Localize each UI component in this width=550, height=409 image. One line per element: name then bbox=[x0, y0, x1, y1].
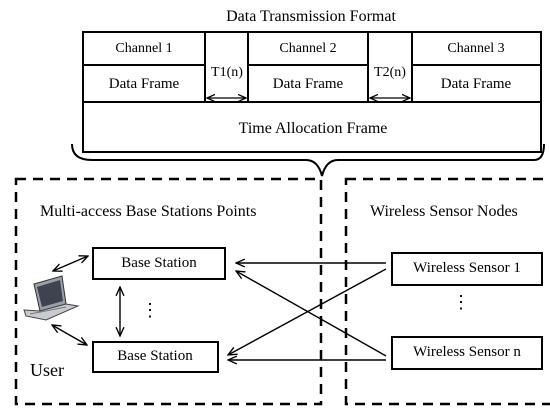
user-to-base-arrow-bottom bbox=[52, 325, 87, 345]
base-panel-title: Multi-access Base Stations Points bbox=[40, 203, 257, 220]
base-station-panel bbox=[14, 177, 323, 406]
sensor-node-panel bbox=[344, 177, 550, 406]
sensor1-to-base2-arrow bbox=[228, 268, 387, 355]
gap-t2-label: T2(n) bbox=[374, 65, 406, 80]
format-title: Data Transmission Format bbox=[226, 8, 396, 25]
channel-2-label: Channel 2 bbox=[279, 41, 337, 56]
sensor-box-1 bbox=[391, 252, 543, 286]
sensor-ellipsis: ⋮ bbox=[452, 292, 470, 312]
sensor-label-n: Wireless Sensor n bbox=[413, 344, 521, 360]
base-station-label-1: Base Station bbox=[121, 255, 197, 271]
channel-3-label: Channel 3 bbox=[447, 41, 505, 56]
base-station-box-1 bbox=[92, 247, 226, 280]
base-station-box-2 bbox=[92, 341, 219, 373]
sensor-label-1: Wireless Sensor 1 bbox=[413, 260, 521, 276]
gap-t1-label: T1(n) bbox=[211, 65, 243, 80]
sensorn-to-base1-arrow bbox=[236, 271, 387, 357]
user-to-base-arrow-top bbox=[53, 256, 88, 271]
format-table bbox=[82, 31, 542, 153]
sensor-panel-title: Wireless Sensor Nodes bbox=[370, 203, 518, 220]
time-allocation-label: Time Allocation Frame bbox=[238, 120, 388, 137]
user-label: User bbox=[30, 360, 64, 380]
data-frame-2: Data Frame bbox=[272, 76, 344, 92]
data-frame-3: Data Frame bbox=[440, 76, 512, 92]
laptop-icon bbox=[23, 275, 80, 321]
channel-1-label: Channel 1 bbox=[115, 41, 173, 56]
data-frame-1: Data Frame bbox=[108, 76, 180, 92]
base-station-label-2: Base Station bbox=[117, 348, 193, 364]
grouping-brace bbox=[71, 143, 545, 177]
base-station-ellipsis: ⋮ bbox=[141, 300, 159, 320]
sensor-box-n bbox=[391, 336, 543, 370]
